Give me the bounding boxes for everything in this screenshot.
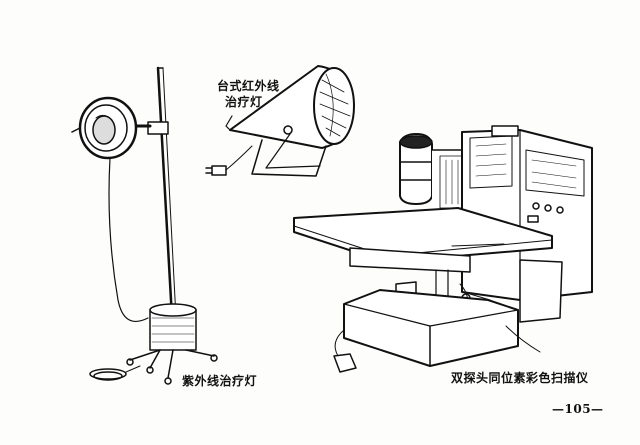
- infrared-lamp-drawing: [205, 65, 355, 177]
- infrared-lamp-caption-line1: 台式红外线: [217, 79, 280, 93]
- infrared-lamp-caption: 台式红外线 治疗灯: [217, 78, 287, 110]
- infrared-lamp-caption-line2: 治疗灯: [225, 95, 263, 109]
- uv-lamp-caption: 紫外线治疗灯: [182, 374, 258, 388]
- page-number: —105—: [552, 402, 604, 416]
- uv-lamp-drawing: [71, 66, 218, 385]
- scanner-caption: 双探头同位素彩色扫描仪: [451, 371, 589, 385]
- scanner-drawing: [293, 125, 593, 373]
